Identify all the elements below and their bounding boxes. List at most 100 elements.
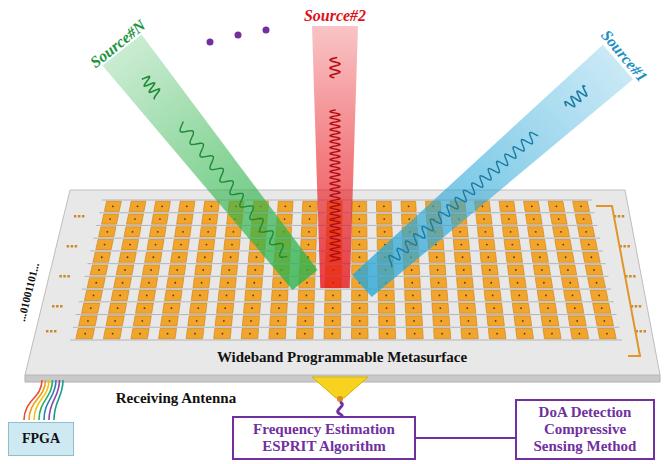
via-dot <box>386 307 388 309</box>
unit-cell <box>175 227 192 237</box>
via-dot <box>106 231 108 233</box>
via-dot <box>129 244 131 246</box>
via-dot <box>161 205 163 207</box>
via-dot <box>137 205 139 207</box>
unit-cell <box>138 290 156 300</box>
unit-cell <box>527 227 544 237</box>
unit-cell <box>79 316 98 326</box>
box-text: FPGA <box>13 431 69 447</box>
via-dot <box>222 333 224 335</box>
via-dot <box>585 231 587 233</box>
unit-cell <box>163 303 181 313</box>
unit-cell <box>432 303 449 313</box>
bias-line <box>70 340 622 341</box>
via-dot <box>574 307 576 309</box>
via-dot <box>460 244 462 246</box>
via-dot <box>558 218 560 220</box>
via-dot <box>204 256 206 258</box>
pad <box>78 215 81 218</box>
unit-cell <box>218 290 235 300</box>
unit-cell <box>516 329 534 339</box>
unit-cell <box>198 239 215 249</box>
unit-cell <box>454 252 470 262</box>
unit-cell <box>352 316 368 326</box>
source-label: Source#1 <box>597 26 651 85</box>
via-dot <box>90 307 92 309</box>
via-dot <box>520 307 522 309</box>
via-dot <box>543 282 545 284</box>
unit-cell <box>550 214 567 224</box>
via-dot <box>284 205 286 207</box>
via-dot <box>277 320 279 322</box>
via-dot <box>104 244 106 246</box>
unit-cell <box>325 303 341 313</box>
via-dot <box>223 320 225 322</box>
unit-cell <box>119 252 136 262</box>
unit-cell <box>487 316 504 326</box>
unit-cell <box>541 316 559 326</box>
via-dot <box>155 244 157 246</box>
via-dot <box>547 307 549 309</box>
via-dot <box>252 295 254 297</box>
via-dot <box>565 256 567 258</box>
unit-cell <box>452 227 468 237</box>
unit-cell <box>271 290 288 300</box>
pad <box>623 245 626 248</box>
via-dot <box>332 307 334 309</box>
unit-cell <box>458 290 475 300</box>
unit-cell <box>133 316 151 326</box>
via-dot <box>159 218 161 220</box>
ellipsis-dot <box>263 27 270 34</box>
via-dot <box>224 307 226 309</box>
unit-cell <box>93 252 111 262</box>
via-dot <box>180 244 182 246</box>
via-dot <box>119 295 121 297</box>
via-dot <box>598 295 600 297</box>
via-dot <box>254 269 256 271</box>
pad <box>59 275 62 278</box>
via-dot <box>358 218 360 220</box>
via-dot <box>112 333 114 335</box>
pad <box>67 275 70 278</box>
via-dot <box>411 269 413 271</box>
via-dot <box>174 282 176 284</box>
via-dot <box>506 205 508 207</box>
unit-cell <box>481 265 498 275</box>
via-dot <box>603 320 605 322</box>
unit-cell <box>127 214 144 224</box>
via-dot <box>462 256 464 258</box>
unit-cell <box>140 278 158 288</box>
unit-cell <box>598 329 617 339</box>
via-dot <box>146 295 148 297</box>
via-dot <box>440 320 442 322</box>
via-dot <box>469 333 471 335</box>
unit-cell <box>553 227 570 237</box>
unit-cell <box>242 316 259 326</box>
connector-line <box>416 437 515 439</box>
unit-cell <box>352 252 368 262</box>
via-dot <box>127 256 129 258</box>
unit-cell <box>524 201 540 211</box>
via-dot <box>169 320 171 322</box>
unit-cell <box>221 265 238 275</box>
unit-cell <box>430 265 446 275</box>
antenna-feed <box>337 396 343 402</box>
unit-cell <box>222 252 239 262</box>
via-dot <box>331 333 333 335</box>
via-dot <box>383 218 385 220</box>
unit-cell <box>476 214 492 224</box>
unit-cell <box>324 329 341 339</box>
process-box: DoA Detection Compressive Sensing Method <box>515 399 655 460</box>
via-dot <box>251 307 253 309</box>
via-dot <box>535 231 537 233</box>
pad <box>633 275 636 278</box>
pad <box>629 275 632 278</box>
bit-stream: ...01001101... <box>15 261 41 322</box>
unit-cell <box>533 265 550 275</box>
unit-cell <box>568 316 586 326</box>
unit-cell <box>215 316 232 326</box>
bias-line <box>82 289 611 290</box>
via-dot <box>567 269 569 271</box>
via-dot <box>184 218 186 220</box>
unit-cell <box>455 265 472 275</box>
